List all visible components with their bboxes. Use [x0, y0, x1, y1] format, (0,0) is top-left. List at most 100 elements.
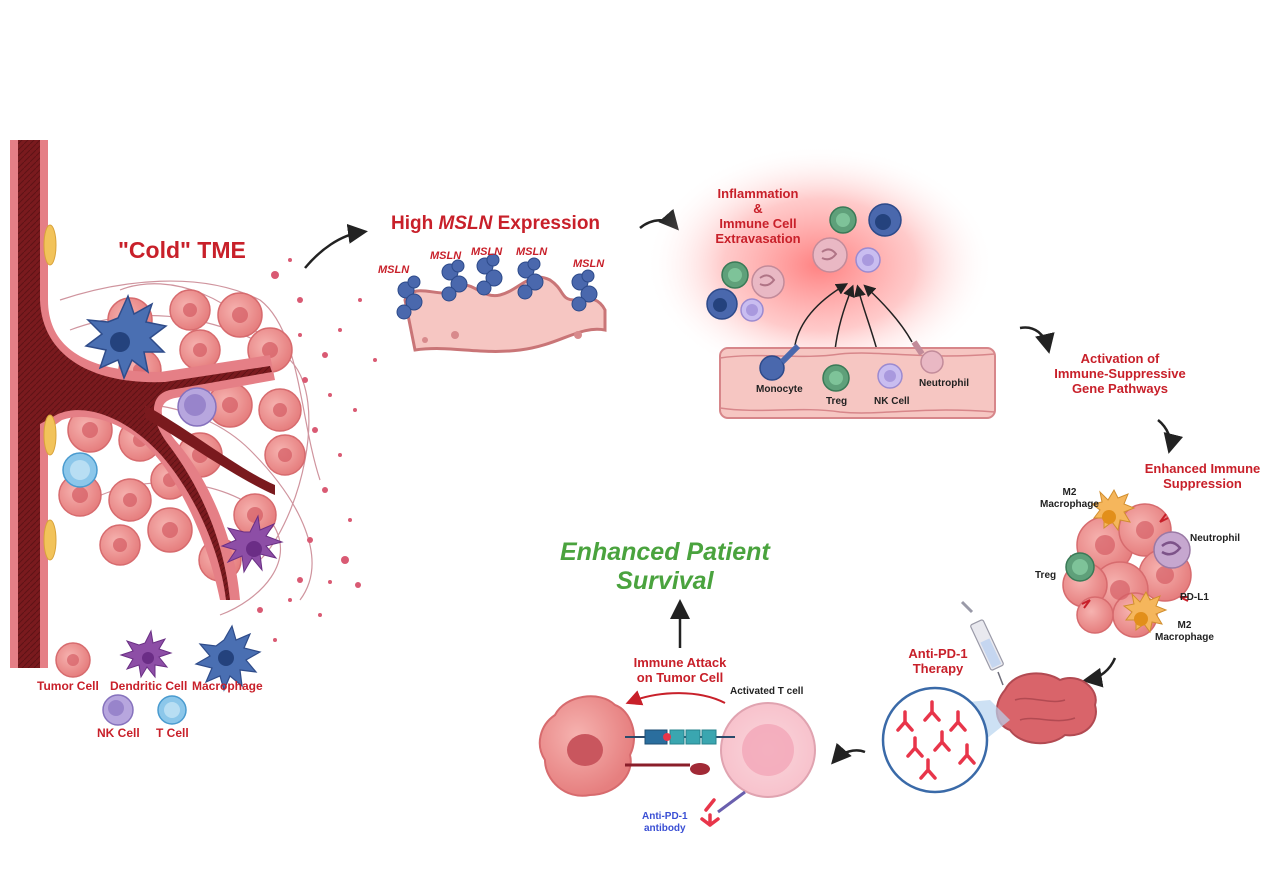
nk-cell-float-1 [740, 298, 764, 322]
treg-cell-float-2 [829, 206, 857, 234]
antibody-icon [700, 798, 720, 827]
legend-tumor-cell-label: Tumor Cell [37, 679, 99, 693]
inflammation-panel [645, 145, 996, 419]
attack-arrow [625, 690, 726, 706]
survival-line1: Enhanced Patient [560, 538, 770, 566]
inflammation-title-line4: Extravasation [715, 230, 801, 246]
arrow-activation-to-suppression [1157, 419, 1184, 454]
activation-title: Activation of Immune-Suppressive Gene Pa… [1045, 351, 1195, 397]
msln-tag-2: MSLN [430, 250, 462, 262]
msln-title-gene: MSLN [438, 213, 493, 234]
monocyte-cell-vessel [759, 343, 801, 381]
blood-vessel [10, 140, 275, 668]
m2-macrophage-bottom [1122, 590, 1168, 634]
activation-line3: Gene Pathways [1071, 380, 1169, 396]
msln-tag-5: MSLN [573, 258, 605, 270]
macrophage-float-2 [868, 203, 902, 237]
pdl1-label: PD-L1 [1180, 592, 1209, 603]
inflammation-title-line3: Immune Cell [719, 215, 797, 231]
legend-dendritic-cell-icon [119, 629, 173, 679]
survival-title: Enhanced Patient Survival [560, 538, 770, 596]
cytokine-dots [257, 258, 377, 642]
arrow-cold-to-msln [304, 223, 368, 269]
therapy-line1: Anti-PD-1 [908, 646, 968, 661]
inflammation-title-line1: Inflammation [717, 186, 799, 201]
neutrophil-suppression [1153, 531, 1191, 569]
dendritic-cell-in-tme [220, 514, 284, 574]
legend-dendritic-cell-label: Dendritic Cell [110, 679, 188, 693]
pd1-pdl1-complex [625, 729, 735, 775]
legend-macrophage-icon [194, 624, 262, 692]
survival-line2: Survival [616, 566, 714, 595]
legend-t-cell-icon [157, 695, 187, 725]
neutrophil-cell-vessel [911, 340, 944, 374]
msln-proteins [396, 253, 598, 320]
neutrophil-suppression-label: Neutrophil [1190, 533, 1240, 544]
cold-tme-panel [10, 140, 377, 726]
legend-macrophage-label: Macrophage [192, 679, 263, 693]
treg-suppression-label: Treg [1035, 570, 1057, 581]
activation-line1: Activation of [1080, 351, 1160, 366]
antibody-label: Anti-PD-1 antibody [642, 811, 688, 834]
t-cell-in-tme [62, 452, 98, 488]
m2-top-line1: M2 [1062, 487, 1077, 498]
arrow-therapy-to-attack [831, 742, 866, 765]
msln-title-prefix: High [391, 213, 439, 234]
msln-title: High MSLN Expression [391, 213, 600, 235]
syringe [960, 600, 1004, 686]
m2-macrophage-bottom-label: M2 Macrophage [1155, 620, 1214, 643]
suppression-panel [1062, 488, 1192, 638]
zoom-circle [881, 686, 989, 794]
extravasation-arrows [794, 283, 913, 351]
msln-tag-1: MSLN [378, 264, 410, 276]
attack-line2: on Tumor Cell [636, 669, 724, 685]
activated-t-cell-label: Activated T cell [730, 686, 804, 697]
msln-tag-4: MSLN [516, 246, 548, 258]
msln-tag-3: MSLN [471, 246, 503, 258]
legend-nk-cell-icon [102, 694, 134, 726]
inflammation-title-line2: & [753, 200, 763, 216]
treg-suppression [1065, 552, 1095, 582]
treg-cell-vessel [822, 364, 850, 392]
treg-cell-float-1 [721, 261, 749, 289]
macrophage-cell [84, 293, 168, 381]
legend-tumor-cell-icon [55, 642, 91, 678]
antibody-line2: antibody [643, 822, 686, 834]
attack-panel [538, 599, 816, 827]
nk-cell-float-2 [855, 247, 881, 273]
therapy-line2: Therapy [912, 660, 964, 676]
suppression-line2: Suppression [1163, 475, 1242, 491]
therapy-panel [881, 600, 1097, 794]
antibodies-in-circle [896, 700, 976, 780]
nk-cell-in-tme [177, 387, 217, 427]
antibody-to-tcell-line [717, 790, 746, 814]
neutrophil-vessel-label: Neutrophil [919, 378, 969, 389]
arrow-inflammation-to-activation [1019, 326, 1055, 354]
neutrophil-float-1 [751, 265, 785, 299]
nk-cell-vessel [877, 363, 903, 389]
msln-panel [396, 253, 607, 353]
suppression-line1: Enhanced Immune [1144, 461, 1261, 476]
m2-bottom-line1: M2 [1177, 620, 1192, 631]
m2-macrophage-top-label: M2 Macrophage [1040, 487, 1099, 510]
legend-t-cell-label: T Cell [156, 726, 189, 740]
cold-tme-title: "Cold" TME [118, 237, 246, 263]
macrophage-float-1 [706, 288, 738, 320]
therapy-title: Anti-PD-1 Therapy [903, 646, 973, 677]
legend-nk-cell-label: NK Cell [97, 726, 140, 740]
neutrophil-float-2 [812, 237, 848, 273]
suppression-title: Enhanced Immune Suppression [1135, 461, 1270, 492]
m2-bottom-line2: Macrophage [1155, 631, 1214, 643]
nk-cell-vessel-label: NK Cell [874, 396, 910, 407]
treg-vessel-label: Treg [826, 396, 848, 407]
inflammation-title: Inflammation & Immune Cell Extravasation [698, 186, 818, 247]
m2-top-line2: Macrophage [1040, 498, 1099, 510]
activation-line2: Immune-Suppressive [1054, 365, 1186, 381]
msln-title-suffix: Expression [492, 213, 601, 234]
attack-title: Immune Attack on Tumor Cell [625, 655, 735, 686]
monocyte-label: Monocyte [756, 384, 803, 395]
tumor-lump [995, 672, 1097, 745]
attack-line1: Immune Attack [633, 655, 727, 670]
antibody-line1: Anti-PD-1 [642, 811, 688, 822]
